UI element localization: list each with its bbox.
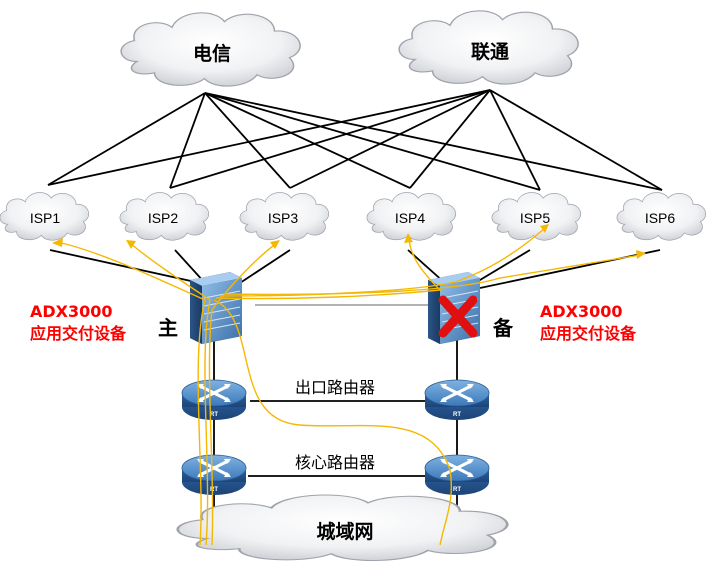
isp-label-6: ISP6 <box>645 210 676 226</box>
isp-label-4: ISP4 <box>395 210 426 226</box>
adx-primary-label: 主 <box>158 316 178 340</box>
core-router-left-icon: RT <box>180 453 248 497</box>
backbone-links <box>213 340 458 520</box>
egress-router-label: 出口路由器 <box>295 378 375 397</box>
isp-label-2: ISP2 <box>148 210 179 226</box>
svg-text:RT: RT <box>453 412 461 418</box>
core-router-right-icon: RT <box>423 453 491 497</box>
carrier-unicom-label: 联通 <box>471 41 510 63</box>
svg-text:RT: RT <box>210 412 218 418</box>
adx-backup-label: 备 <box>492 316 514 340</box>
adx-left-model: ADX3000 <box>30 302 113 321</box>
x-mark-icon <box>438 295 478 338</box>
svg-text:RT: RT <box>453 487 461 493</box>
traffic-arrowheads <box>52 224 646 259</box>
egress-router-right-icon: RT <box>423 378 491 422</box>
svg-text:RT: RT <box>210 487 218 493</box>
isp-label-3: ISP3 <box>268 210 299 226</box>
adx-right-model: ADX3000 <box>540 302 623 321</box>
egress-router-left-icon: RT <box>180 378 248 422</box>
core-router-label: 核心路由器 <box>295 453 375 472</box>
metro-network-label: 城域网 <box>316 520 373 543</box>
adx-left-desc: 应用交付设备 <box>30 324 127 343</box>
carrier-isp-links <box>47 89 663 191</box>
isp-adx-links <box>49 249 661 289</box>
carrier-telecom-label: 电信 <box>193 42 231 65</box>
traffic-flow-paths <box>56 227 641 546</box>
adx-right-desc: 应用交付设备 <box>540 324 637 343</box>
isp-label-5: ISP5 <box>520 210 551 226</box>
isp-label-1: ISP1 <box>30 210 61 226</box>
